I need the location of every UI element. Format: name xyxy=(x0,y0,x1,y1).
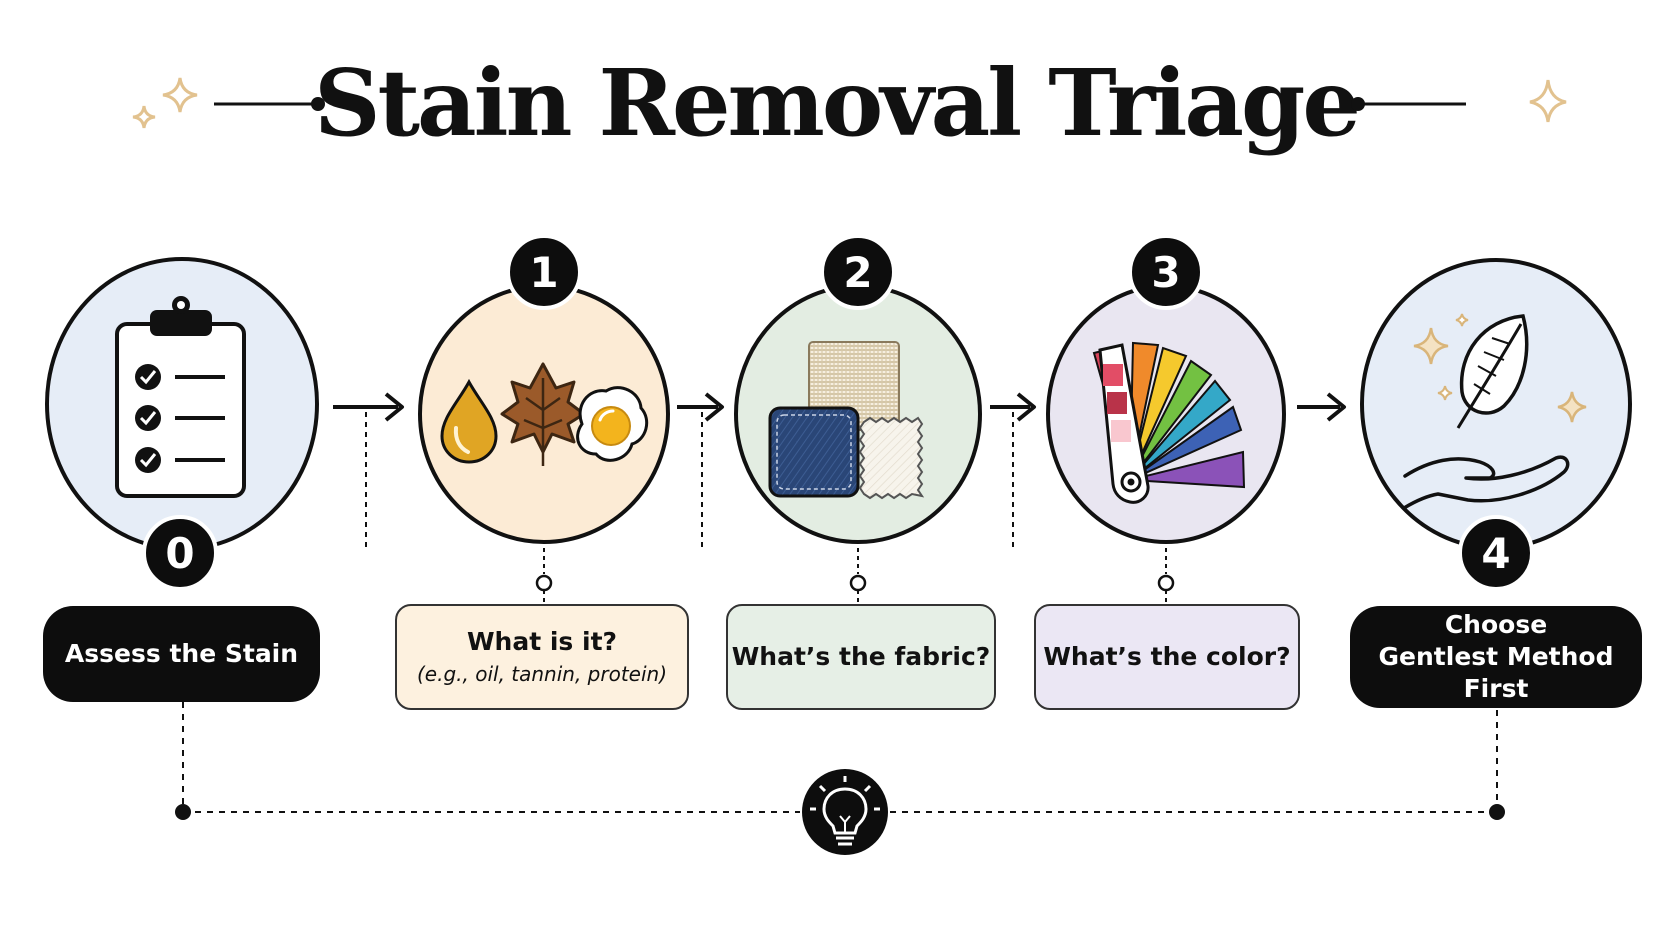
fabric-swatches-icon xyxy=(768,341,925,500)
step-2-number: 2 xyxy=(843,248,872,297)
step-2-label: What’s the fabric? xyxy=(726,604,996,710)
egg-icon xyxy=(576,386,649,462)
step-3-badge xyxy=(1128,234,1204,310)
bottom-connector xyxy=(175,702,1505,820)
page-title: Stain Removal Triage xyxy=(314,49,1361,157)
title-left-decoration xyxy=(132,77,325,129)
step-1-node: 1 xyxy=(418,234,670,544)
step-1-badge xyxy=(506,234,582,310)
step-1-number: 1 xyxy=(529,248,558,297)
step-3-node: 3 xyxy=(1046,234,1286,544)
step-4-badge xyxy=(1458,515,1534,591)
step-3-label: What’s the color? xyxy=(1034,604,1300,710)
step-3-connector xyxy=(1012,412,1175,603)
step-4-label: Choose Gentlest Method First xyxy=(1350,606,1642,708)
clipboard-checklist-icon xyxy=(115,296,246,498)
step-0-label: Assess the Stain xyxy=(43,606,320,702)
sparkle-icon xyxy=(132,105,156,129)
step-1-label: What is it? (e.g., oil, tannin, protein) xyxy=(395,604,689,710)
step-2-connector xyxy=(701,412,867,603)
step-4-node: 4 xyxy=(1360,258,1632,591)
arrow-right-icon xyxy=(677,392,724,422)
step-0-number: 0 xyxy=(165,529,194,578)
feather-hand-icon xyxy=(1402,313,1587,510)
sparkle-icon xyxy=(162,77,198,113)
color-fan-icon xyxy=(1092,341,1246,504)
sparkle-icon xyxy=(1455,313,1469,327)
arrow-right-icon xyxy=(990,392,1036,422)
oil-drop-icon xyxy=(440,378,498,464)
arrow-right-icon xyxy=(333,392,404,422)
leaf-icon xyxy=(500,362,586,466)
step-2-node: 2 xyxy=(734,234,982,544)
step-2-badge xyxy=(820,234,896,310)
title-right-decoration xyxy=(1351,79,1567,123)
sparkle-icon xyxy=(1437,385,1453,401)
sparkle-icon xyxy=(1413,327,1449,365)
step-3-number: 3 xyxy=(1151,248,1180,297)
step-0-badge xyxy=(142,515,218,591)
lightbulb-icon xyxy=(802,769,888,855)
sparkle-icon xyxy=(1529,79,1567,123)
arrow-right-icon xyxy=(1297,392,1346,422)
step-1-connector xyxy=(365,412,553,603)
step-0-node: 0 xyxy=(45,257,319,591)
step-4-number: 4 xyxy=(1481,529,1510,578)
sparkle-icon xyxy=(1557,391,1587,423)
